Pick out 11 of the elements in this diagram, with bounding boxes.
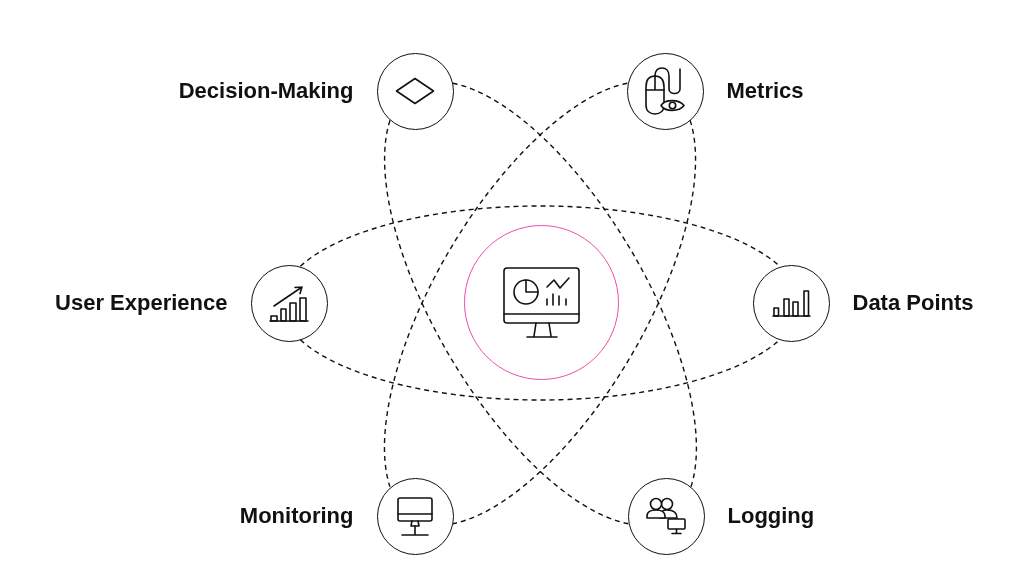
node-label: User Experience [55,289,228,317]
dashed-arc [299,205,781,267]
dashed-arc [452,82,698,488]
node-label: Decision-Making [178,77,354,105]
dashed-arc [383,119,629,525]
dashed-arc [383,82,628,488]
node-label: Metrics [726,77,804,105]
dashed-arc [452,119,697,525]
node-label: Monitoring [239,502,354,530]
node-label: Logging [727,502,815,530]
node-label: Data Points [852,289,974,317]
